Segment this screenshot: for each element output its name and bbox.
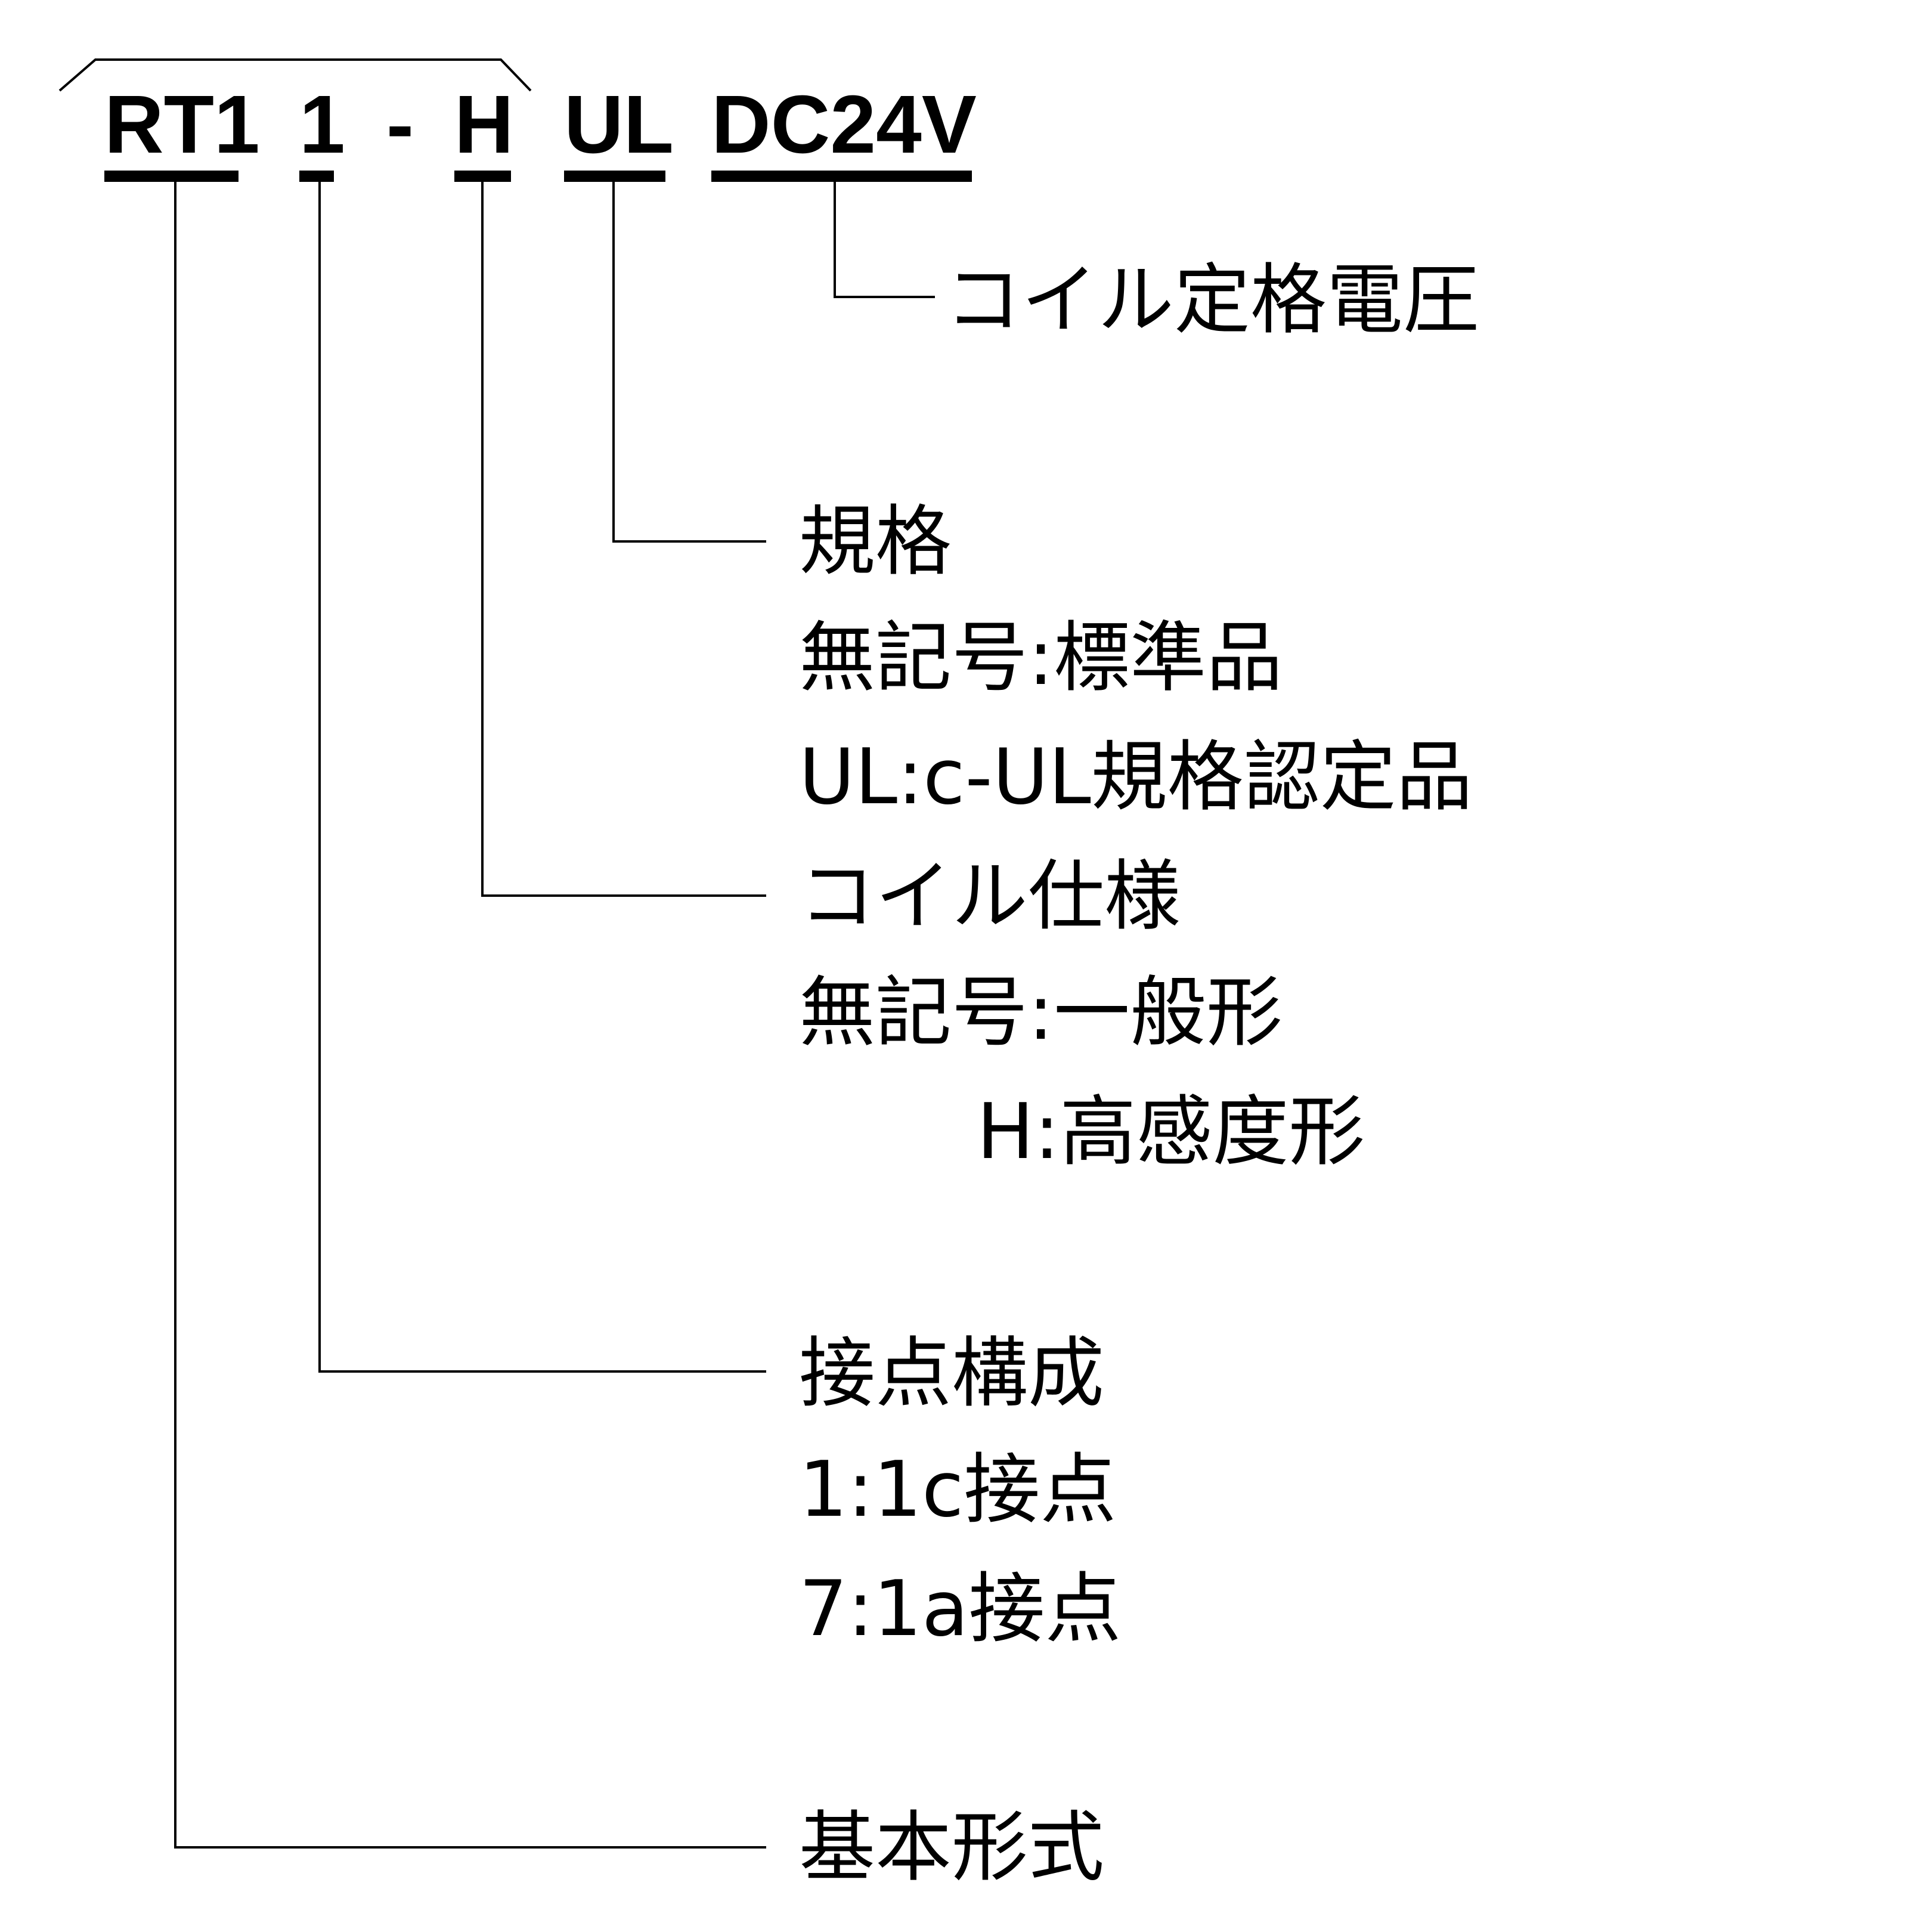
leader-voltage [834,182,935,298]
underline-coil [454,171,511,182]
code-segment-voltage: DC24V [711,79,977,171]
code-segment-base: RT1 [104,79,260,171]
standard-title: 規格 [799,497,952,586]
base-type-title: 基本形式 [799,1803,1105,1892]
standard-option: UL:c-UL規格認定品 [799,733,1473,822]
contact-config-title: 接点構成 [799,1329,1105,1418]
contact-config-option: 7:1a接点 [799,1565,1122,1654]
code-segment-contact: 1 [299,79,345,171]
grouping-bracket [58,58,532,92]
code-segment-standard: UL [564,79,674,171]
underline-voltage [711,171,972,182]
code-segment-coil: H [454,79,514,171]
coil-spec-option: H:高感度形 [977,1088,1365,1176]
leader-contact [318,182,766,1373]
underline-contact [299,171,334,182]
contact-config-option: 1:1c接点 [799,1445,1117,1534]
coil-voltage-title: コイル定格電圧 [945,256,1480,345]
leader-standard [612,182,766,543]
coil-spec-option: 無記号:一般形 [799,968,1283,1057]
coil-spec-title: コイル仕様 [799,852,1181,941]
underline-standard [564,171,665,182]
code-segment-hyphen: - [386,79,414,171]
underline-base [104,171,238,182]
standard-option: 無記号:標準品 [799,614,1283,702]
leader-coil [481,182,766,897]
leader-base [174,182,766,1849]
